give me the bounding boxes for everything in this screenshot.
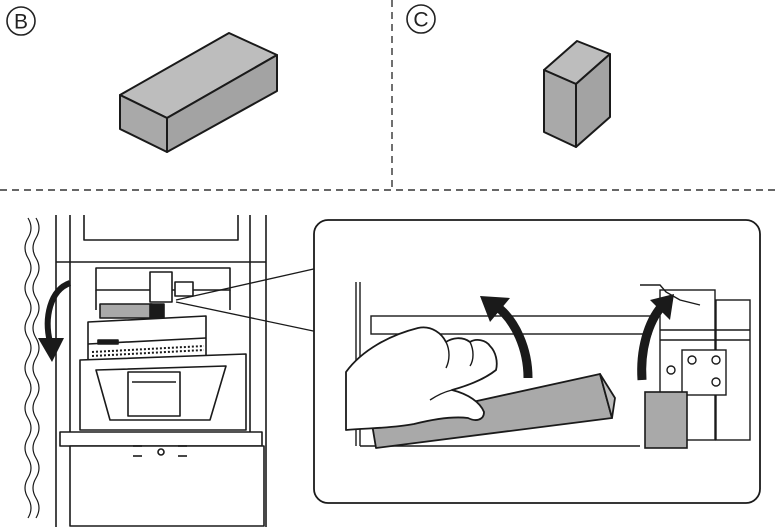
panel-b-label: B [14,11,28,34]
cut-line-wavy [24,217,32,519]
panel-c: C [406,4,611,148]
block-c-short [543,40,611,148]
zoom-callout [313,219,761,504]
table-vents [91,345,205,357]
machine-top-frame [56,215,266,263]
panel-c-marker: C [406,4,436,34]
panel-b: B [6,6,278,153]
machine-overview [24,215,319,527]
power-button-icon [157,448,165,456]
lower-workpiece [127,371,181,417]
machine-body [55,215,267,527]
dark-block [644,391,688,449]
block-b-long [119,32,278,153]
hand-icon [345,326,498,431]
lift-arrow-right-icon [637,303,666,381]
panel-c-label: C [413,9,428,32]
panel-b-marker: B [6,6,36,36]
held-block [371,373,616,449]
lift-arrow-left-icon [492,301,533,379]
rotate-down-arrow-icon [44,280,72,343]
machine-front-panel [69,445,265,527]
